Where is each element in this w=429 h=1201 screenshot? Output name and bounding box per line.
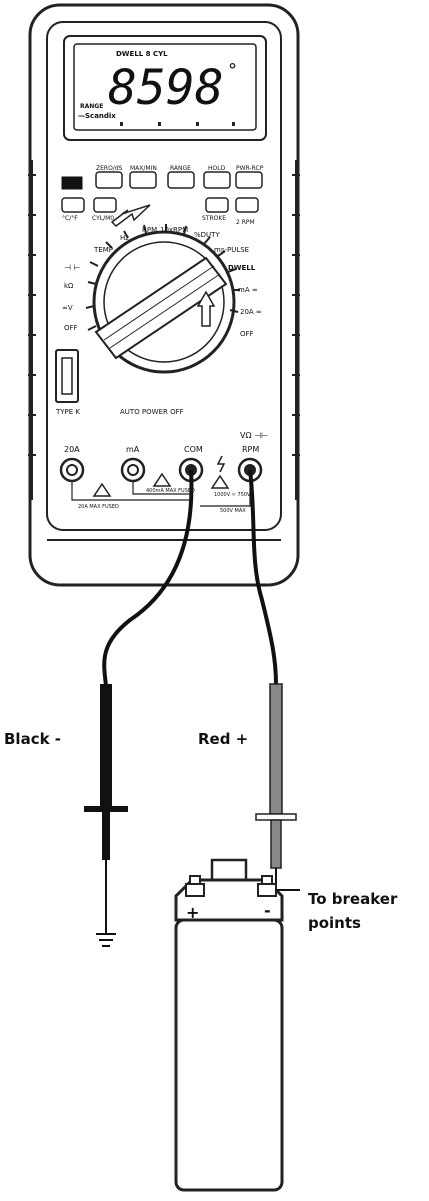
fuse-label-1000v: 1000V ≂ 750V~: [214, 492, 255, 498]
jack-20a[interactable]: [59, 457, 85, 483]
temp-unit-label: °C/°F: [62, 215, 78, 222]
dial-ticks: [85, 224, 240, 331]
multimeter: DWELL 8 CYL 8598 ° RANGE —Scandix ZERO/d…: [28, 3, 300, 587]
range-button[interactable]: [167, 171, 195, 189]
cyl-button[interactable]: [93, 197, 117, 213]
zero-button[interactable]: [95, 171, 123, 189]
rpm-select-button[interactable]: [235, 197, 259, 213]
hold-button[interactable]: [203, 171, 231, 189]
temp-unit-button[interactable]: [61, 197, 85, 213]
dial-label-dwell: DWELL: [228, 264, 256, 272]
dial-label-20a: 20A ≂: [240, 308, 262, 316]
lcd-degree: °: [228, 60, 237, 81]
cyl-label: CYL/M0: [92, 215, 114, 222]
black-probe: [84, 684, 128, 934]
red-probe: [255, 683, 297, 904]
pwr-rcp-button[interactable]: [235, 171, 263, 189]
lcd-window: [73, 43, 257, 131]
dial-label-hz: Hz: [120, 234, 129, 242]
rpm-select-label: 2 RPM: [236, 219, 255, 226]
coil-plus-label: +: [186, 903, 199, 922]
lcd-header: DWELL 8 CYL: [116, 50, 168, 58]
fuse-label-20a: 20A MAX FUSED: [78, 504, 119, 510]
fuse-label-500v: 500V MAX: [220, 508, 246, 514]
dial-label-ma: mA ≂: [238, 286, 258, 294]
rotary-dial[interactable]: [85, 224, 240, 374]
dial-label-ms-pulse: ms-PULSE: [214, 246, 249, 254]
range-button-label: RANGE: [170, 165, 191, 172]
fuse-label-ma: 400mA MAX FUSED: [146, 488, 195, 494]
coil-minus-label: -: [264, 901, 271, 920]
pwr-rcp-button-label: PWR-RCP: [236, 165, 264, 172]
maxmin-button-label: MAX/MIN: [130, 165, 157, 172]
lightning-icon: [216, 455, 226, 473]
coil-terminal-plus: [185, 875, 205, 897]
maxmin-button[interactable]: [129, 171, 157, 189]
dial-label-ohm: kΩ: [64, 282, 74, 290]
dial-label-rpm10: 10xRPM: [160, 226, 188, 234]
dial-label-duty: %DUTY: [194, 231, 220, 239]
black-test-lead-cable: [102, 469, 194, 687]
dial-label-diode: ⊣ ⊢: [64, 263, 81, 272]
power-button[interactable]: [61, 176, 83, 190]
type-k-label: TYPE K: [55, 408, 80, 416]
breaker-label-line1: To breaker: [308, 890, 398, 908]
red-test-lead-cable: [248, 469, 278, 685]
dial-label-off-right: OFF: [240, 330, 254, 338]
lcd-bargraph: [120, 122, 235, 126]
warning-icon: [92, 472, 230, 497]
dial-pointer-arrow: [196, 290, 216, 327]
jack-vohm-label: VΩ ⊣⊢: [240, 431, 268, 440]
stroke-label: STROKE: [202, 215, 226, 222]
lcd-reading: 8598: [108, 60, 224, 116]
stroke-button[interactable]: [205, 197, 229, 213]
lcd-range: RANGE: [80, 103, 103, 110]
left-grip: [28, 160, 36, 500]
right-grip: [292, 160, 300, 500]
ground-icon: [96, 933, 116, 947]
breaker-label-line2: points: [308, 914, 361, 932]
red-lead-label: Red +: [198, 730, 248, 748]
black-lead-label: Black -: [4, 730, 61, 748]
lcd-bar-label: —Scandix: [78, 112, 116, 120]
hold-button-label: HOLD: [208, 165, 226, 172]
jack-com-label: COM: [184, 445, 203, 454]
ignition-coil: + -: [174, 858, 284, 1192]
jack-20a-label: 20A: [64, 445, 80, 454]
jack-ma[interactable]: [120, 457, 146, 483]
function-buttons: [95, 171, 263, 189]
auto-off-label: AUTO POWER OFF: [120, 408, 184, 416]
zero-button-label: ZERO/dS: [96, 165, 123, 172]
coil-body: [174, 918, 284, 1192]
button-arrow: [110, 204, 151, 227]
jack-rpm-label: RPM: [242, 445, 259, 454]
dial-knob-bar: [94, 256, 228, 360]
dial-label-rpm: RPM: [142, 226, 157, 234]
dial-label-off-left: OFF: [64, 324, 78, 332]
dial-label-temp: TEMP: [93, 246, 113, 254]
jack-ma-label: mA: [126, 445, 140, 454]
dial-label-volt: ≂V: [62, 304, 73, 312]
